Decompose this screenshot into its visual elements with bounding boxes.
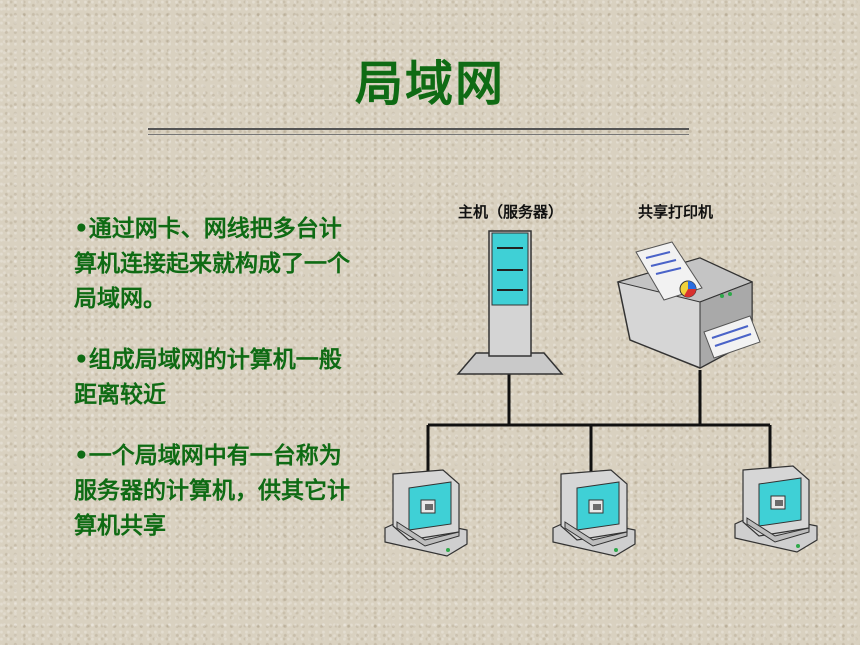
title-underline-bottom	[148, 134, 689, 135]
server-icon	[456, 230, 564, 375]
slide-title: 局域网	[354, 56, 505, 112]
bullet-item: •组成局域网的计算机一般距离较近	[74, 347, 342, 408]
client-computer-icon	[384, 469, 468, 557]
client-computer-icon	[734, 465, 818, 553]
title-underline-top	[148, 128, 689, 130]
bullet-item: •一个局域网中有一台称为服务器的计算机，供其它计算机共享	[74, 443, 350, 539]
network-cables	[426, 370, 772, 482]
printer-icon	[616, 241, 761, 369]
bullet-item: •通过网卡、网线把多台计算机连接起来就构成了一个局域网。	[74, 216, 350, 312]
server-label: 主机（服务器）	[458, 203, 563, 221]
client-computer-icon	[552, 469, 636, 557]
printer-label: 共享打印机	[638, 203, 713, 221]
bullet-list: •通过网卡、网线把多台计算机连接起来就构成了一个局域网。 •组成局域网的计算机一…	[74, 212, 364, 570]
